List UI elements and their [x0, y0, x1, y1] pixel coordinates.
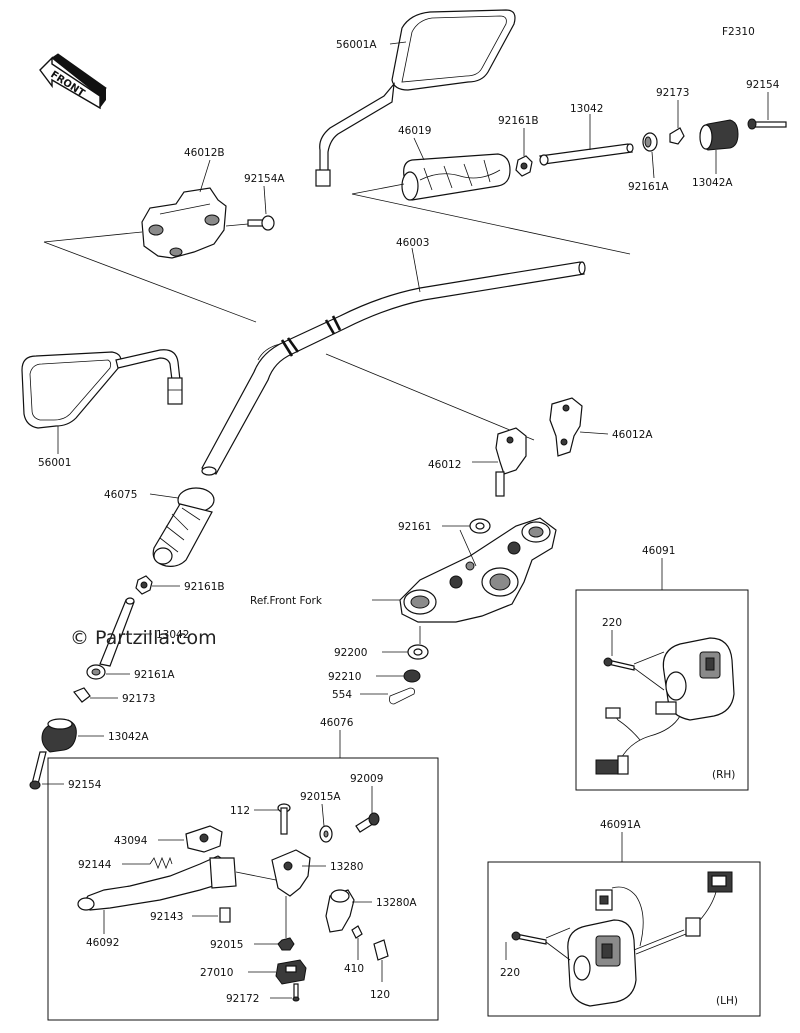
clip-92173-top: [669, 127, 685, 145]
grip-right-46019: [401, 153, 511, 201]
label-92009: 92009: [350, 773, 383, 785]
label-46091A: 46091A: [600, 819, 641, 831]
label-27010: 27010: [200, 967, 233, 979]
rod-13042-left: [99, 597, 135, 667]
nut-92210: [403, 669, 421, 683]
holder-46012: [495, 427, 527, 497]
spring-92144: [149, 856, 173, 870]
label-92172: 92172: [226, 993, 259, 1005]
clip-92173-left: [73, 687, 91, 703]
label-46075: 46075: [104, 489, 137, 501]
clamp-13280A: [325, 889, 355, 933]
label-220-lh: 220: [500, 967, 520, 979]
label-120: 120: [370, 989, 390, 1001]
label-92161B-left: 92161B: [184, 581, 225, 593]
label-92200: 92200: [334, 647, 367, 659]
front-arrow-icon: FRONT: [39, 53, 107, 110]
label-lh: (LH): [716, 995, 738, 1007]
label-46012: 46012: [428, 459, 461, 471]
holder-13280: [271, 849, 311, 897]
mirror-right-56001A: [315, 9, 516, 187]
grip-left-46075: [152, 487, 215, 567]
washer-92200: [407, 644, 429, 660]
label-92143: 92143: [150, 911, 183, 923]
label-46076: 46076: [320, 717, 354, 729]
label-92015: 92015: [210, 939, 243, 951]
nut-92161B-top: [515, 155, 533, 177]
label-13042-top: 13042: [570, 103, 603, 115]
weight-13042A-top: [699, 119, 739, 151]
clamp-46012B: [141, 187, 227, 259]
collar-92143: [219, 907, 231, 923]
spacer-92161A-left: [86, 664, 106, 680]
holder-46012A: [549, 397, 583, 457]
rod-13042-top: [539, 143, 634, 166]
label-46091: 46091: [642, 545, 675, 557]
label-92173-top: 92173: [656, 87, 689, 99]
pin-554: [389, 687, 415, 705]
label-46092: 46092: [86, 937, 119, 949]
lh-switch-box: [487, 861, 761, 1017]
label-46012A: 46012A: [612, 429, 653, 441]
label-92173-left: 92173: [122, 693, 155, 705]
label-56001A: 56001A: [336, 39, 377, 51]
label-92161B-top: 92161B: [498, 115, 539, 127]
label-13280: 13280: [330, 861, 363, 873]
washer-92161: [469, 518, 491, 534]
label-92154A: 92154A: [244, 173, 285, 185]
label-220-rh: 220: [602, 617, 622, 629]
label-92144: 92144: [78, 859, 112, 871]
switch-27010: [275, 959, 307, 985]
cover-43094: [185, 825, 223, 853]
switch-housing-rh: [595, 637, 735, 775]
label-13042A-top: 13042A: [692, 177, 733, 189]
switch-housing-lh: [567, 871, 733, 1007]
bolt-92009: [355, 812, 380, 833]
label-410: 410: [344, 963, 364, 975]
spacer-92161A-top: [642, 132, 658, 152]
label-92161A-top: 92161A: [628, 181, 669, 193]
clip-410: [351, 925, 363, 939]
bolt-92154-top: [747, 118, 787, 130]
screw-220-lh: [511, 931, 547, 945]
label-92161A-left: 92161A: [134, 669, 175, 681]
label-92154-left: 92154: [68, 779, 102, 791]
label-46019: 46019: [398, 125, 431, 137]
label-ref-front-fork: Ref.Front Fork: [250, 595, 323, 607]
label-13280A: 13280A: [376, 897, 417, 909]
handlebar-46003: [201, 261, 586, 476]
screw-92172: [292, 983, 300, 1002]
figure-code: F2310: [722, 26, 755, 38]
washer-92015A: [319, 825, 333, 843]
label-112: 112: [230, 805, 250, 817]
label-56001: 56001: [38, 457, 71, 469]
mirror-left-56001: [21, 349, 183, 429]
upper-fork-bracket: [399, 517, 557, 623]
bolt-92154-left: [29, 751, 47, 790]
label-13042A-left: 13042A: [108, 731, 149, 743]
label-92015A: 92015A: [300, 791, 341, 803]
lever-46092: [77, 855, 277, 911]
weight-13042A-left: [41, 718, 77, 753]
nut-92015: [277, 937, 295, 951]
nut-92161B-left: [135, 575, 153, 595]
label-554: 554: [332, 689, 352, 701]
label-92161: 92161: [398, 521, 431, 533]
watermark: © Partzilla.com: [70, 627, 217, 649]
bolt-92154A: [247, 215, 275, 231]
label-92210: 92210: [328, 671, 361, 683]
label-46012B: 46012B: [184, 147, 225, 159]
bolt-112: [277, 803, 291, 835]
label-46003: 46003: [396, 237, 429, 249]
label-13042-left: 13042: [156, 629, 189, 641]
lever-assembly-box: [47, 757, 439, 1021]
screw-120: [373, 939, 389, 961]
label-92154-top: 92154: [746, 79, 780, 91]
screw-220-rh: [603, 657, 635, 671]
label-43094: 43094: [114, 835, 148, 847]
label-rh: (RH): [712, 769, 735, 781]
